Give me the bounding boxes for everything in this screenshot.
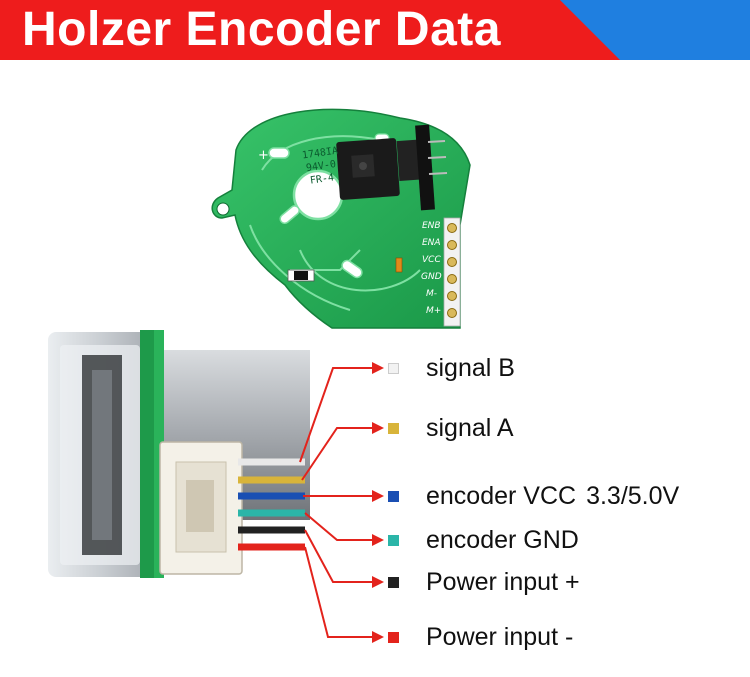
banner-title: Holzer Encoder Data xyxy=(22,3,501,56)
pin-label-vcc: VCC xyxy=(422,255,441,265)
pin-label-m-plus: M+ xyxy=(426,306,442,316)
swatch-power-plus xyxy=(388,576,399,588)
banner-background xyxy=(0,0,750,60)
motor-assembly xyxy=(48,330,310,578)
swatch-power-minus xyxy=(388,631,399,643)
swatch-signal-b xyxy=(388,362,399,374)
legend-label: encoder GND xyxy=(426,525,579,554)
legend-label: signal A xyxy=(426,413,514,442)
legend-encoder-gnd: encoder GND xyxy=(388,525,579,555)
legend-label: signal B xyxy=(426,353,515,382)
legend-label: Power input + xyxy=(426,567,580,596)
swatch-signal-a xyxy=(388,422,399,434)
hall-sensor-chip xyxy=(336,124,448,211)
legend-label: Power input - xyxy=(426,622,574,651)
pin-label-m-minus: M- xyxy=(426,289,438,299)
pcb-plus-mark: + xyxy=(258,148,269,163)
pin-header xyxy=(443,217,461,327)
pin-label-ena: ENA xyxy=(422,238,441,248)
legend-signal-b: signal B xyxy=(388,353,515,383)
legend-label: encoder VCC xyxy=(426,481,577,510)
leader-lines xyxy=(299,367,378,638)
legend-power-plus: Power input + xyxy=(388,567,580,597)
swatch-encoder-vcc xyxy=(388,490,399,502)
pin-label-enb: ENB xyxy=(422,221,441,231)
legend-signal-a: signal A xyxy=(388,413,514,443)
legend-voltage: 3.3/5.0V xyxy=(586,481,680,510)
encoder-pcb xyxy=(211,108,471,329)
legend-power-minus: Power input - xyxy=(388,622,573,652)
arrowheads xyxy=(372,362,384,643)
pin-label-gnd: GND xyxy=(421,272,442,282)
swatch-encoder-gnd xyxy=(388,534,399,546)
wire-bundle xyxy=(238,458,305,551)
legend-encoder-vcc: encoder VCC 3.3/5.0V xyxy=(388,481,679,511)
title-banner: Holzer Encoder Data xyxy=(0,0,750,60)
